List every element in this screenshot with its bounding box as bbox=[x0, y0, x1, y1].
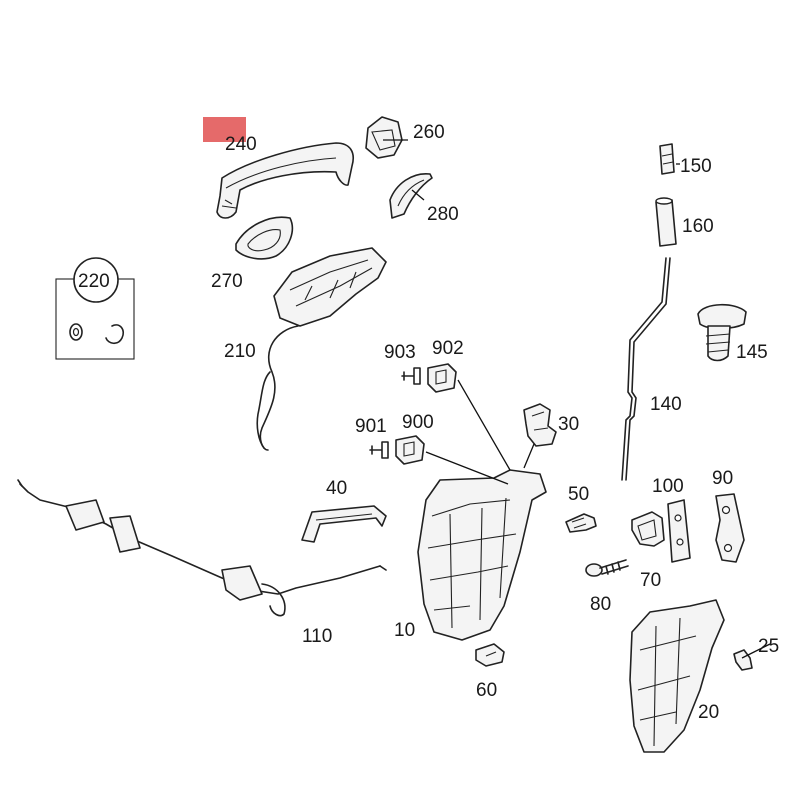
rod-140-part[interactable] bbox=[621, 257, 671, 481]
label-90: 90 bbox=[712, 468, 733, 489]
label-140: 140 bbox=[650, 394, 682, 415]
label-240: 240 bbox=[225, 134, 257, 155]
label-25: 25 bbox=[758, 636, 779, 657]
clip-150-part[interactable] bbox=[659, 143, 675, 175]
label-902: 902 bbox=[432, 338, 464, 359]
handle-cap-part[interactable] bbox=[365, 116, 403, 159]
leader-lines bbox=[383, 139, 771, 659]
label-145: 145 bbox=[736, 342, 768, 363]
outer-handle-part[interactable] bbox=[216, 142, 354, 219]
screw-60-part[interactable] bbox=[475, 643, 505, 667]
label-270: 270 bbox=[211, 271, 243, 292]
label-280: 280 bbox=[427, 204, 459, 225]
gasket-270-part[interactable] bbox=[235, 216, 294, 260]
label-901: 901 bbox=[355, 416, 387, 437]
cable-110-part[interactable] bbox=[17, 479, 387, 617]
plate-100-part[interactable] bbox=[667, 499, 691, 563]
screw-50-part[interactable] bbox=[565, 513, 597, 533]
plate-90-part[interactable] bbox=[715, 493, 745, 563]
pin-903-part[interactable] bbox=[401, 367, 421, 385]
label-210: 210 bbox=[224, 341, 256, 362]
label-900: 900 bbox=[402, 412, 434, 433]
label-903: 903 bbox=[384, 342, 416, 363]
label-50: 50 bbox=[568, 484, 589, 505]
label-60: 60 bbox=[476, 680, 497, 701]
handle-carrier-part[interactable] bbox=[256, 247, 387, 451]
clip-900-part[interactable] bbox=[395, 435, 425, 465]
label-80: 80 bbox=[590, 594, 611, 615]
bracket-30-part[interactable] bbox=[523, 403, 557, 447]
gasket-280-part[interactable] bbox=[389, 173, 433, 219]
clip-902-part[interactable] bbox=[427, 363, 457, 393]
label-260: 260 bbox=[413, 122, 445, 143]
label-220: 220 bbox=[78, 271, 110, 292]
door-lock-10-part[interactable] bbox=[417, 469, 547, 641]
label-10: 10 bbox=[394, 620, 415, 641]
label-160: 160 bbox=[682, 216, 714, 237]
button-145-part[interactable] bbox=[697, 303, 747, 362]
inner-handle-40-part[interactable] bbox=[301, 505, 387, 543]
label-70: 70 bbox=[640, 570, 661, 591]
label-150: 150 bbox=[680, 156, 712, 177]
pin-901-part[interactable] bbox=[369, 441, 389, 459]
label-100: 100 bbox=[652, 476, 684, 497]
striker-70-part[interactable] bbox=[631, 511, 665, 547]
housing-20-part[interactable] bbox=[629, 599, 725, 753]
clip-25-part[interactable] bbox=[733, 649, 753, 671]
label-20: 20 bbox=[698, 702, 719, 723]
screw-80-part[interactable] bbox=[585, 559, 629, 577]
label-40: 40 bbox=[326, 478, 347, 499]
small-parts-box[interactable] bbox=[55, 257, 135, 360]
highlight-marker bbox=[203, 117, 246, 142]
sleeve-160-part[interactable] bbox=[655, 197, 677, 247]
label-110: 110 bbox=[302, 626, 332, 647]
label-30: 30 bbox=[558, 414, 579, 435]
